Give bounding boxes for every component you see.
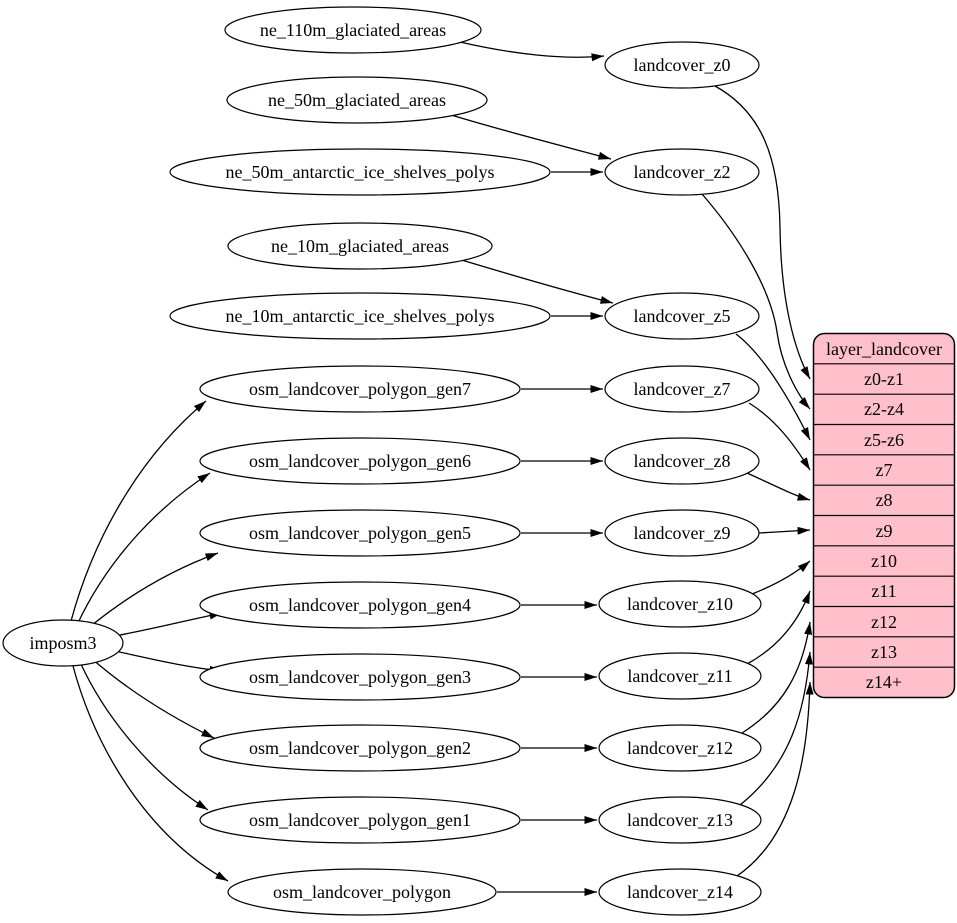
edge-imposm3-to-gen4 <box>114 611 223 637</box>
node-label: imposm3 <box>29 633 96 653</box>
node-label: landcover_z10 <box>627 594 733 614</box>
node-ne-50m-antarctic-ice-shelves-polys: ne_50m_antarctic_ice_shelves_polys <box>169 148 551 196</box>
edge-z5-to-row-z5-z6 <box>735 333 811 441</box>
node-osm-landcover-polygon-gen4: osm_landcover_polygon_gen4 <box>199 581 521 629</box>
node-label: ne_110m_glaciated_areas <box>260 20 446 40</box>
node-ne-10m-antarctic-ice-shelves-polys: ne_10m_antarctic_ice_shelves_polys <box>169 292 551 340</box>
edge-ne50m-to-z2 <box>447 113 612 160</box>
node-label: osm_landcover_polygon_gen3 <box>249 667 471 687</box>
node-osm-landcover-polygon-gen5: osm_landcover_polygon_gen5 <box>199 509 521 557</box>
node-osm-landcover-polygon: osm_landcover_polygon <box>227 868 497 916</box>
node-label: landcover_z11 <box>627 666 732 686</box>
node-label: landcover_z7 <box>634 379 731 399</box>
table-row-z14plus: z14+ <box>866 672 902 692</box>
edge-z9-to-row-z9 <box>758 526 811 535</box>
node-landcover-z12: landcover_z12 <box>598 724 762 772</box>
table-row-z13: z13 <box>871 642 897 662</box>
edge-z13-to-row-z13 <box>739 651 813 806</box>
node-osm-landcover-polygon-gen7: osm_landcover_polygon_gen7 <box>199 365 521 413</box>
node-label: osm_landcover_polygon_gen7 <box>249 379 471 399</box>
edge-z10-to-row-z10 <box>751 560 811 595</box>
node-landcover-z11: landcover_z11 <box>598 652 762 700</box>
edge-imposm3-to-gen5 <box>85 552 219 631</box>
node-label: landcover_z14 <box>627 882 733 902</box>
table-row-z5-z6: z5-z6 <box>864 430 904 450</box>
node-ne-110m-glaciated-areas: ne_110m_glaciated_areas <box>224 6 482 54</box>
node-osm-landcover-polygon-gen6: osm_landcover_polygon_gen6 <box>199 437 521 485</box>
node-landcover-z14: landcover_z14 <box>598 868 762 916</box>
table-row-z11: z11 <box>871 581 896 601</box>
node-landcover-z0: landcover_z0 <box>604 41 760 89</box>
edge-ne110m-to-z0 <box>459 41 605 62</box>
table-title: layer_landcover <box>826 339 942 359</box>
node-label: ne_50m_antarctic_ice_shelves_polys <box>226 162 495 182</box>
node-label: ne_50m_glaciated_areas <box>268 90 446 110</box>
node-label: osm_landcover_polygon_gen6 <box>249 451 471 471</box>
node-osm-landcover-polygon-gen2: osm_landcover_polygon_gen2 <box>199 724 521 772</box>
node-landcover-z9: landcover_z9 <box>604 509 760 557</box>
edge-z2-to-row-z2-z4 <box>701 193 811 410</box>
node-osm-landcover-polygon-gen1: osm_landcover_polygon_gen1 <box>199 796 521 844</box>
node-landcover-z7: landcover_z7 <box>604 365 760 413</box>
node-osm-landcover-polygon-gen3: osm_landcover_polygon_gen3 <box>199 653 521 701</box>
node-ne-50m-glaciated-areas: ne_50m_glaciated_areas <box>226 76 488 124</box>
node-landcover-z5: landcover_z5 <box>604 292 760 340</box>
edge-imposm3-to-gen6 <box>76 472 211 626</box>
edge-z8-to-row-z8 <box>746 472 811 501</box>
node-label: ne_10m_antarctic_ice_shelves_polys <box>226 306 495 326</box>
node-label: landcover_z12 <box>627 738 733 758</box>
edge-z12-to-row-z12 <box>741 621 813 734</box>
node-landcover-z10: landcover_z10 <box>598 580 762 628</box>
node-landcover-z2: landcover_z2 <box>604 148 760 196</box>
node-label: osm_landcover_polygon_gen5 <box>249 523 471 543</box>
edge-imposm3-to-gen7 <box>70 400 207 622</box>
edge-z14-to-row-z14plus <box>736 681 814 877</box>
node-landcover-z8: landcover_z8 <box>604 437 760 485</box>
table-row-z0-z1: z0-z1 <box>864 369 904 389</box>
node-imposm3: imposm3 <box>2 619 124 667</box>
node-label: landcover_z5 <box>634 306 731 326</box>
node-layer-landcover-table: layer_landcover z0-z1 z2-z4 z5-z6 z7 z8 … <box>812 332 956 699</box>
node-label: osm_landcover_polygon <box>273 882 451 902</box>
table-row-z10: z10 <box>871 551 897 571</box>
node-label: osm_landcover_polygon_gen1 <box>249 810 471 830</box>
node-label: osm_landcover_polygon_gen2 <box>249 738 471 758</box>
edge-imposm3-to-gen3 <box>114 650 223 674</box>
edges-layer <box>70 41 814 896</box>
edge-z11-to-row-z11 <box>746 590 811 665</box>
table-row-z2-z4: z2-z4 <box>864 399 904 419</box>
edge-imposm3-to-gen1 <box>79 661 209 811</box>
edge-imposm3-to-gen2 <box>90 657 215 739</box>
edge-z7-to-row-z7 <box>748 402 811 471</box>
node-ne-10m-glaciated-areas: ne_10m_glaciated_areas <box>227 222 493 270</box>
table-row-z8: z8 <box>876 490 893 510</box>
table-row-z12: z12 <box>871 612 897 632</box>
edge-imposm3-to-polygon <box>72 665 229 882</box>
node-label: osm_landcover_polygon_gen4 <box>249 595 471 615</box>
node-label: landcover_z2 <box>634 162 731 182</box>
node-label: landcover_z13 <box>627 810 733 830</box>
edge-z0-to-row-z0-z1 <box>714 85 811 380</box>
table-row-z9: z9 <box>876 521 893 541</box>
node-label: ne_10m_glaciated_areas <box>271 236 449 256</box>
node-label: landcover_z0 <box>634 55 731 75</box>
node-landcover-z13: landcover_z13 <box>598 796 762 844</box>
node-label: landcover_z8 <box>634 451 731 471</box>
table-row-z7: z7 <box>876 460 893 480</box>
edge-ne10m-to-z5 <box>454 257 614 304</box>
node-label: landcover_z9 <box>634 523 731 543</box>
